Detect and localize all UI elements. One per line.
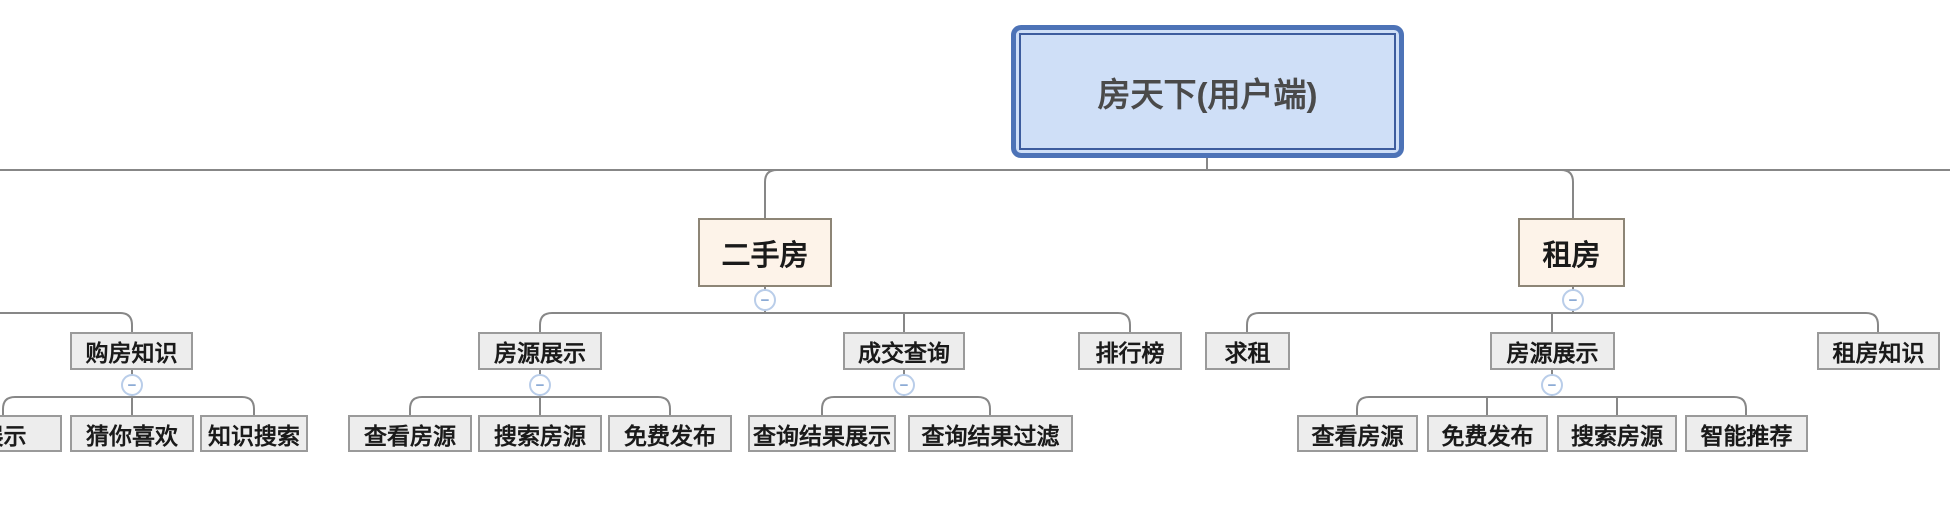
- node-listing-display-rent[interactable]: 房源展示: [1490, 332, 1615, 370]
- node-label: 二手房: [721, 239, 809, 272]
- node-label: 查询结果展示: [753, 422, 891, 449]
- node-view-listings-rent[interactable]: 查看房源: [1297, 415, 1418, 452]
- node-label: 搜索房源: [1571, 422, 1663, 449]
- node-search-listings-secondhand[interactable]: 搜索房源: [478, 415, 602, 452]
- node-label: 搜索房源: [494, 422, 586, 449]
- node-root[interactable]: 房天下(用户端): [1011, 25, 1404, 158]
- node-label: 免费发布: [624, 422, 716, 449]
- node-knowledge-search[interactable]: 知识搜索: [200, 415, 308, 452]
- node-label: 查询结果过滤: [921, 422, 1060, 449]
- node-display-clipped[interactable]: 展示: [0, 415, 62, 452]
- node-free-publish-rent[interactable]: 免费发布: [1427, 415, 1548, 452]
- node-label: 查看房源: [1311, 422, 1404, 449]
- node-search-listings-rent[interactable]: 搜索房源: [1557, 415, 1677, 452]
- node-label: 房源展示: [494, 340, 586, 366]
- node-label: 猜你喜欢: [86, 422, 178, 449]
- collapse-minus-icon[interactable]: −: [529, 374, 551, 396]
- node-query-result-filter[interactable]: 查询结果过滤: [908, 415, 1073, 452]
- collapse-minus-icon[interactable]: −: [1541, 374, 1563, 396]
- node-smart-recommend[interactable]: 智能推荐: [1685, 415, 1808, 452]
- node-label: 房源展示: [1506, 340, 1599, 366]
- node-label: 查看房源: [364, 422, 456, 449]
- node-query-result-display[interactable]: 查询结果展示: [748, 415, 896, 452]
- node-label: 租房知识: [1832, 340, 1925, 366]
- node-label: 房天下(用户端): [1097, 75, 1318, 113]
- node-rent-house[interactable]: 租房: [1518, 218, 1625, 287]
- node-view-listings-secondhand[interactable]: 查看房源: [348, 415, 472, 452]
- node-label: 购房知识: [85, 340, 178, 366]
- node-label: 知识搜索: [208, 422, 300, 449]
- node-label: 免费发布: [1441, 422, 1534, 449]
- node-ranking-list[interactable]: 排行榜: [1078, 332, 1182, 370]
- node-label: 成交查询: [858, 340, 950, 366]
- node-transaction-query[interactable]: 成交查询: [843, 332, 965, 370]
- node-renting-knowledge[interactable]: 租房知识: [1817, 332, 1940, 370]
- node-second-hand-house[interactable]: 二手房: [698, 218, 832, 287]
- node-label: 排行榜: [1095, 340, 1165, 366]
- node-label: 求租: [1224, 340, 1271, 366]
- collapse-minus-icon[interactable]: −: [1562, 289, 1584, 311]
- node-rent-wanted[interactable]: 求租: [1205, 332, 1290, 370]
- node-label: 智能推荐: [1700, 422, 1793, 449]
- node-guess-you-like[interactable]: 猜你喜欢: [70, 415, 194, 452]
- node-listing-display-secondhand[interactable]: 房源展示: [478, 332, 602, 370]
- collapse-minus-icon[interactable]: −: [754, 289, 776, 311]
- collapse-minus-icon[interactable]: −: [893, 374, 915, 396]
- node-label: 租房: [1542, 239, 1601, 272]
- node-free-publish-secondhand[interactable]: 免费发布: [608, 415, 732, 452]
- node-label: 展示: [0, 422, 27, 449]
- node-buying-knowledge[interactable]: 购房知识: [70, 332, 193, 370]
- root-inner-border: 房天下(用户端): [1019, 33, 1396, 150]
- collapse-minus-icon[interactable]: −: [121, 374, 143, 396]
